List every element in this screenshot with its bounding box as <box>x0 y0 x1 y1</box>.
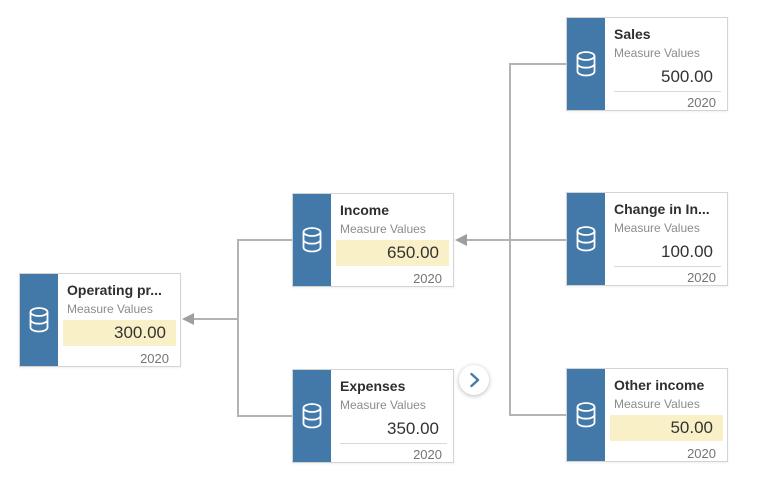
node-value: 100.00 <box>661 242 713 261</box>
node-measure-label: Measure Values <box>614 397 700 411</box>
database-icon <box>29 307 49 333</box>
node-sales[interactable]: Sales Measure Values 500.00 2020 <box>566 17 728 111</box>
node-accent-stripe <box>293 370 331 462</box>
node-content: Income Measure Values 650.00 2020 <box>331 194 453 286</box>
database-icon <box>576 402 596 428</box>
node-period: 2020 <box>687 446 716 461</box>
node-value: 300.00 <box>63 320 176 346</box>
connector-left-bracket <box>237 239 292 417</box>
node-content: Operating pr... Measure Values 300.00 20… <box>58 274 180 366</box>
database-icon <box>302 403 322 429</box>
node-measure-label: Measure Values <box>614 46 700 60</box>
node-accent-stripe <box>293 194 331 286</box>
node-period: 2020 <box>614 266 721 285</box>
node-content: Expenses Measure Values 350.00 2020 <box>331 370 453 462</box>
database-icon <box>302 227 322 253</box>
node-value: 650.00 <box>336 240 449 266</box>
node-measure-label: Measure Values <box>340 398 426 412</box>
node-other-income[interactable]: Other income Measure Values 50.00 2020 <box>566 368 728 462</box>
node-value: 350.00 <box>387 419 439 438</box>
node-title: Income <box>340 202 390 218</box>
node-period: 2020 <box>340 443 447 462</box>
node-content: Change in In... Measure Values 100.00 20… <box>605 193 727 285</box>
connector-right-bracket <box>509 63 566 416</box>
node-period: 2020 <box>614 91 721 110</box>
node-measure-label: Measure Values <box>67 302 153 316</box>
node-period: 2020 <box>140 351 169 366</box>
node-title: Other income <box>614 377 705 393</box>
node-content: Other income Measure Values 50.00 2020 <box>605 369 727 461</box>
node-change-in-inventory[interactable]: Change in In... Measure Values 100.00 20… <box>566 192 728 286</box>
node-accent-stripe <box>567 369 605 461</box>
arrowhead-operating-profit-icon <box>182 313 194 325</box>
database-icon <box>576 226 596 252</box>
node-income[interactable]: Income Measure Values 650.00 2020 <box>292 193 454 287</box>
database-icon <box>576 51 596 77</box>
node-title: Change in In... <box>614 201 710 217</box>
node-operating-profit[interactable]: Operating pr... Measure Values 300.00 20… <box>19 273 181 367</box>
node-accent-stripe <box>567 193 605 285</box>
node-value: 500.00 <box>661 67 713 86</box>
node-value: 50.00 <box>610 415 723 441</box>
node-period: 2020 <box>413 271 442 286</box>
chevron-right-icon <box>470 372 480 388</box>
node-accent-stripe <box>20 274 58 366</box>
node-content: Sales Measure Values 500.00 2020 <box>605 18 727 110</box>
node-title: Expenses <box>340 378 406 394</box>
node-expenses[interactable]: Expenses Measure Values 350.00 2020 <box>292 369 454 463</box>
node-measure-label: Measure Values <box>614 221 700 235</box>
expand-node-button[interactable] <box>459 365 489 395</box>
node-measure-label: Measure Values <box>340 222 426 236</box>
arrowhead-income-icon <box>455 234 467 246</box>
node-title: Sales <box>614 26 651 42</box>
node-accent-stripe <box>567 18 605 110</box>
node-title: Operating pr... <box>67 282 162 298</box>
